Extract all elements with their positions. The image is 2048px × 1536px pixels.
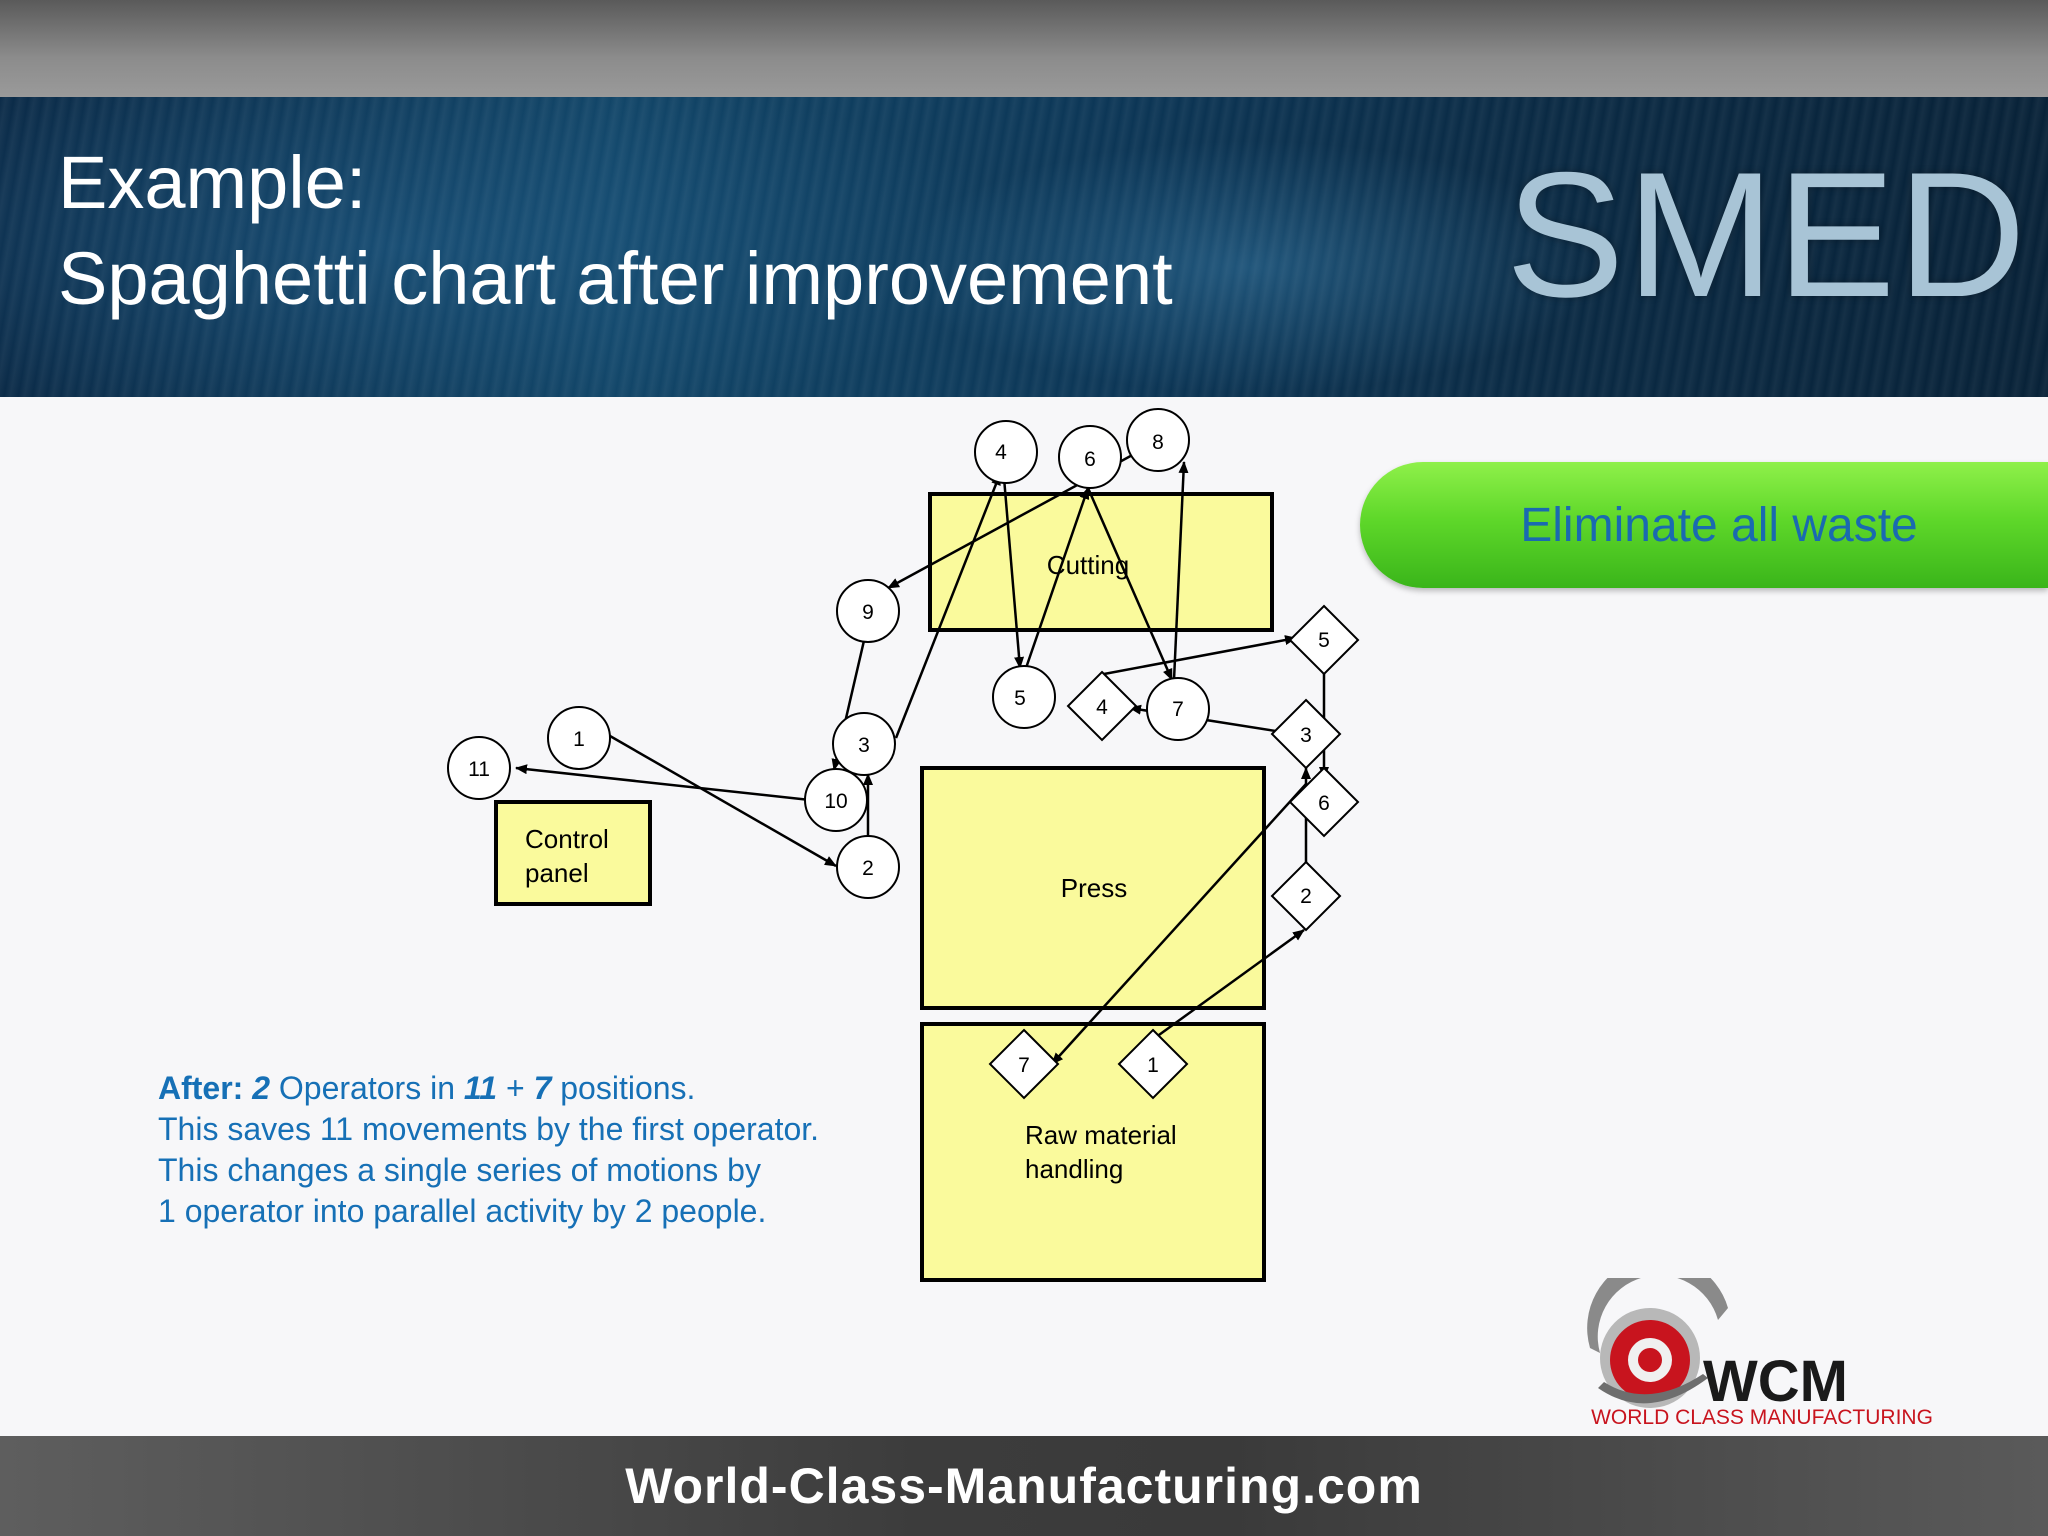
op1-position-4 <box>974 420 1038 484</box>
note-line-1: After: 2 Operators in 11 + 7 positions. <box>158 1068 819 1109</box>
op1-position-6 <box>1058 425 1122 489</box>
note-line-2: This saves 11 movements by the first ope… <box>158 1111 820 1147</box>
op2-label-3: 3 <box>1300 724 1312 747</box>
note-line-3: This changes a single series of motions … <box>158 1152 761 1188</box>
note-plus: + <box>505 1070 525 1106</box>
title-line-1: Example: <box>58 141 367 224</box>
footer-bar: World-Class-Manufacturing.com <box>0 1436 2048 1536</box>
operator1-labels: 4 6 8 9 5 7 3 10 2 1 11 <box>468 431 1184 880</box>
callout-label: Eliminate all waste <box>1520 498 1918 552</box>
note-positions-text: positions. <box>560 1070 696 1106</box>
area-press-label: Press <box>1061 873 1127 903</box>
top-gray-bar <box>0 0 2048 97</box>
op1-label-2: 2 <box>862 857 874 880</box>
op1-position-9 <box>836 579 900 643</box>
operator2-labels: 5 4 3 6 2 7 1 <box>1018 629 1330 1077</box>
op1-label-9: 9 <box>862 601 874 624</box>
op1-label-7: 7 <box>1172 698 1184 721</box>
op1-label-8: 8 <box>1152 431 1164 454</box>
op2-position-2 <box>1270 860 1342 932</box>
operator1-positions <box>447 408 1210 899</box>
note-operators-text: Operators in <box>278 1070 455 1106</box>
op2-position-3 <box>1270 698 1342 770</box>
op2-position-4 <box>1066 670 1138 742</box>
op2-position-6 <box>1288 766 1360 838</box>
note-positions-b: 7 <box>533 1070 552 1106</box>
op1-label-4: 4 <box>995 441 1007 464</box>
smed-wordmark: SMED <box>1505 135 2028 334</box>
op2-position-1 <box>1117 1028 1189 1100</box>
op1-position-7 <box>1146 677 1210 741</box>
title-line-2: Spaghetti chart after improvement <box>58 237 1173 320</box>
op2-label-5: 5 <box>1318 629 1330 652</box>
op1-label-1: 1 <box>573 728 585 751</box>
op1-position-8 <box>1126 408 1190 472</box>
op2-label-7: 7 <box>1018 1054 1030 1077</box>
area-raw-label-1: Raw material <box>1025 1120 1177 1150</box>
footer-url: World-Class-Manufacturing.com <box>625 1458 1423 1514</box>
logo-wcm-mark: WCM <box>1703 1349 1848 1414</box>
op1-position-10 <box>804 768 868 832</box>
op1-position-1 <box>547 706 611 770</box>
op1-label-5: 5 <box>1014 687 1026 710</box>
area-control-label-1: Control <box>525 824 609 854</box>
eliminate-waste-callout: Eliminate all waste <box>1360 462 2048 588</box>
note-after-label: After: <box>158 1070 244 1106</box>
op1-label-3: 3 <box>858 734 870 757</box>
improvement-note: After: 2 Operators in 11 + 7 positions. … <box>158 1068 819 1232</box>
logo-tagline: WORLD CLASS MANUFACTURING <box>1591 1406 1933 1428</box>
op1-position-5 <box>992 665 1056 729</box>
op1-label-11: 11 <box>468 758 490 781</box>
op2-label-6: 6 <box>1318 792 1330 815</box>
op1-position-3 <box>832 712 896 776</box>
operator2-positions <box>988 604 1360 1100</box>
slide-title: Example: Spaghetti chart after improveme… <box>58 135 1173 327</box>
wcm-logo: WCM WORLD CLASS MANUFACTURING <box>1587 1278 1933 1428</box>
area-control-panel: Control panel <box>494 800 652 906</box>
op2-position-7 <box>988 1028 1060 1100</box>
op2-label-4: 4 <box>1096 696 1108 719</box>
gear-globe-icon <box>1587 1278 1728 1408</box>
area-control-label-2: panel <box>525 858 589 888</box>
header-banner <box>0 97 2048 397</box>
area-press: Press <box>920 766 1266 1010</box>
op2-position-5 <box>1288 604 1360 676</box>
op1-label-6: 6 <box>1084 448 1096 471</box>
note-operator-count: 2 <box>252 1070 271 1106</box>
note-positions-a: 11 <box>463 1070 498 1106</box>
note-line-4: 1 operator into parallel activity by 2 p… <box>158 1193 767 1229</box>
op1-position-2 <box>836 835 900 899</box>
area-cutting: Cutting <box>928 492 1274 632</box>
op1-label-10: 10 <box>824 790 847 813</box>
op2-label-2: 2 <box>1300 885 1312 908</box>
op1-position-11 <box>447 736 511 800</box>
area-raw-label-2: handling <box>1025 1154 1123 1184</box>
area-raw-material: Raw material handling <box>920 1022 1266 1282</box>
op2-label-1: 1 <box>1147 1054 1159 1077</box>
